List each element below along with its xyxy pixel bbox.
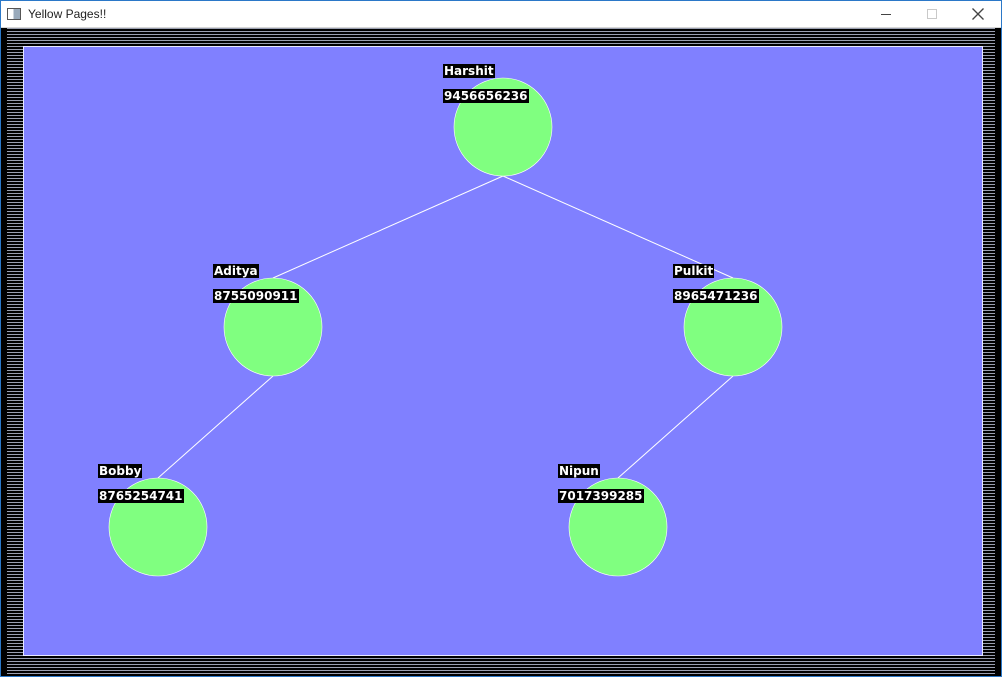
contact-phone-label: 7017399285 bbox=[558, 489, 644, 503]
contact-phone-label: 9456656236 bbox=[443, 89, 529, 103]
tree-edge bbox=[272, 175, 504, 279]
maximize-button[interactable] bbox=[909, 1, 955, 27]
tree-graphic bbox=[108, 77, 783, 577]
contact-phone-label: 8755090911 bbox=[213, 289, 299, 303]
tree-edge bbox=[617, 375, 734, 479]
maximize-icon bbox=[927, 9, 937, 19]
close-icon bbox=[972, 8, 984, 20]
caption-buttons bbox=[863, 1, 1001, 27]
contact-name-label: Harshit bbox=[443, 64, 495, 78]
close-button[interactable] bbox=[955, 1, 1001, 27]
window-title: Yellow Pages!! bbox=[28, 7, 107, 21]
contact-name-label: Aditya bbox=[213, 264, 259, 278]
contact-name-label: Bobby bbox=[98, 464, 143, 478]
title-bar[interactable]: Yellow Pages!! bbox=[1, 1, 1001, 28]
tree-edge bbox=[157, 375, 274, 479]
contact-phone-label: 8765254741 bbox=[98, 489, 184, 503]
contact-name-label: Nipun bbox=[558, 464, 600, 478]
tree-edge bbox=[502, 175, 734, 279]
window-app-icon[interactable] bbox=[7, 8, 21, 20]
minimize-icon bbox=[881, 14, 891, 15]
contact-name-label: Pulkit bbox=[673, 264, 715, 278]
minimize-button[interactable] bbox=[863, 1, 909, 27]
contact-phone-label: 8965471236 bbox=[673, 289, 759, 303]
